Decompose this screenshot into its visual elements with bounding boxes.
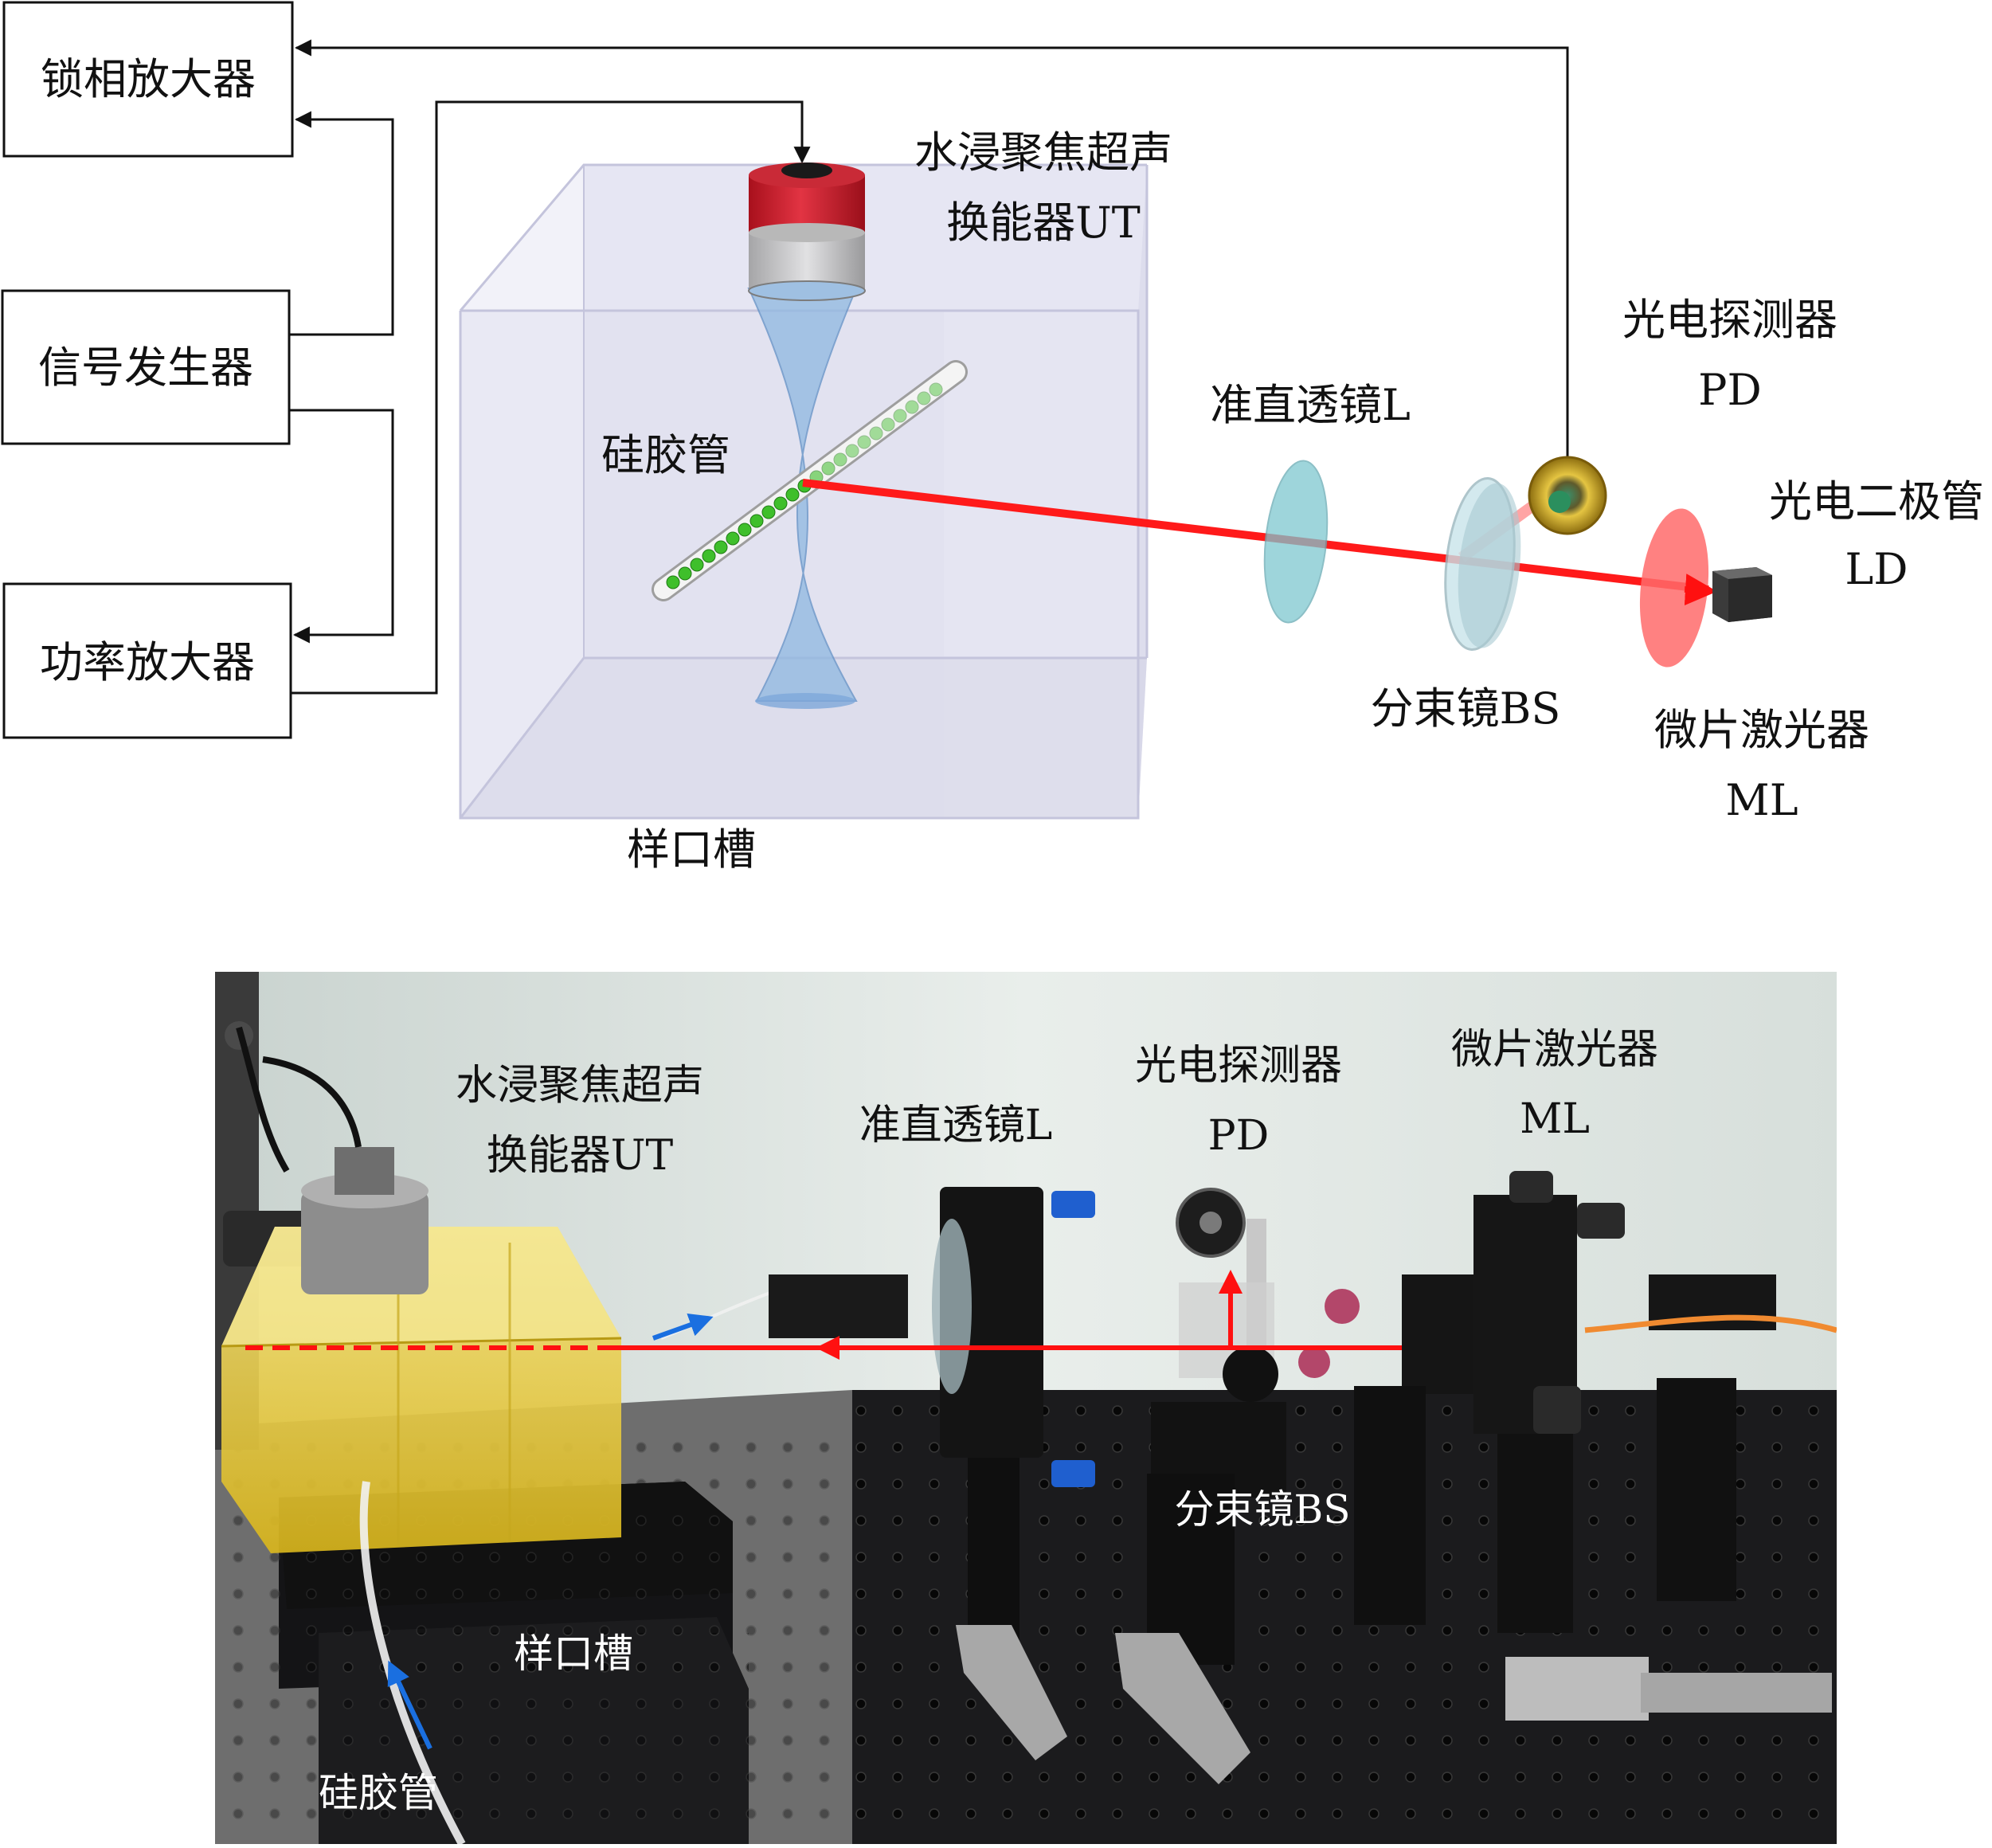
wire-siggen-to-poweramp	[289, 409, 394, 644]
photo-transducer-label-line2: 换能器UT	[487, 1132, 674, 1180]
photo-pd-label-line2: PD	[1208, 1112, 1270, 1160]
ml-label-line1: 微片激光器	[1654, 705, 1869, 755]
photo-ml-label-line2: ML	[1520, 1095, 1590, 1143]
tube-label: 硅胶管	[601, 430, 730, 480]
transducer-label-line2: 换能器UT	[946, 198, 1141, 248]
splitter-label: 分束镜BS	[1371, 683, 1561, 734]
tank-label: 样口槽	[627, 824, 756, 875]
microchip-laser	[1639, 508, 1709, 668]
ultrasound-transducer	[748, 162, 866, 301]
ml-label-line2: ML	[1725, 775, 1798, 825]
pd-label-line2: PD	[1698, 365, 1762, 415]
wire-poweramp-to-transducer	[291, 100, 811, 695]
photo-tube	[359, 1481, 466, 1844]
photo-ml-label-line1: 微片激光器	[1451, 1026, 1658, 1074]
lens-label: 准直透镜L	[1210, 380, 1411, 430]
pd-label-line1: 光电探测器	[1622, 295, 1837, 345]
laser-diode	[1712, 567, 1772, 622]
photo-laser-mount	[1298, 1171, 1837, 1721]
photo-transducer-label-line1: 水浸聚焦超声	[456, 1062, 704, 1110]
photo-panel: 水浸聚焦超声 换能器UT 准直透镜L 光电探测器 PD 微片激光器 ML 分束镜…	[215, 972, 1837, 1844]
beam-splitter	[1444, 477, 1521, 651]
photo-lens-mount	[769, 1187, 1095, 1760]
wire-pd-to-lockin	[294, 39, 1569, 462]
photo-pd-label-line1: 光电探测器	[1135, 1042, 1342, 1090]
photodetector	[1528, 456, 1607, 535]
lockin-amplifier-label: 锁相放大器	[41, 54, 256, 104]
signal-generator-label: 信号发生器	[38, 343, 253, 393]
laser-diode-arrow	[1684, 574, 1717, 606]
ld-label-line2: LD	[1845, 544, 1908, 594]
collimating-lens	[1263, 460, 1329, 624]
photo-splitter-label: 分束镜BS	[1175, 1486, 1351, 1533]
signal-wires	[289, 39, 1569, 695]
photo-transducer	[236, 1026, 429, 1294]
schematic: 锁相放大器 信号发生器 功率放大器	[1, 1, 1984, 875]
wire-siggen-to-lockin	[289, 111, 394, 336]
transducer-label-line1: 水浸聚焦超声	[914, 127, 1172, 178]
photo-pd-mount	[1115, 1188, 1286, 1784]
lockin-amplifier-box: 锁相放大器	[2, 1, 294, 158]
photo-tube-label: 硅胶管	[319, 1770, 438, 1816]
photo-lens-label: 准直透镜L	[859, 1102, 1053, 1149]
power-amplifier-label: 功率放大器	[40, 637, 255, 687]
particles	[666, 382, 943, 589]
photo-tank-label: 样口槽	[514, 1631, 633, 1677]
signal-generator-box: 信号发生器	[1, 289, 291, 445]
ld-label-line1: 光电二极管	[1769, 476, 1984, 527]
power-amplifier-box: 功率放大器	[2, 582, 292, 739]
